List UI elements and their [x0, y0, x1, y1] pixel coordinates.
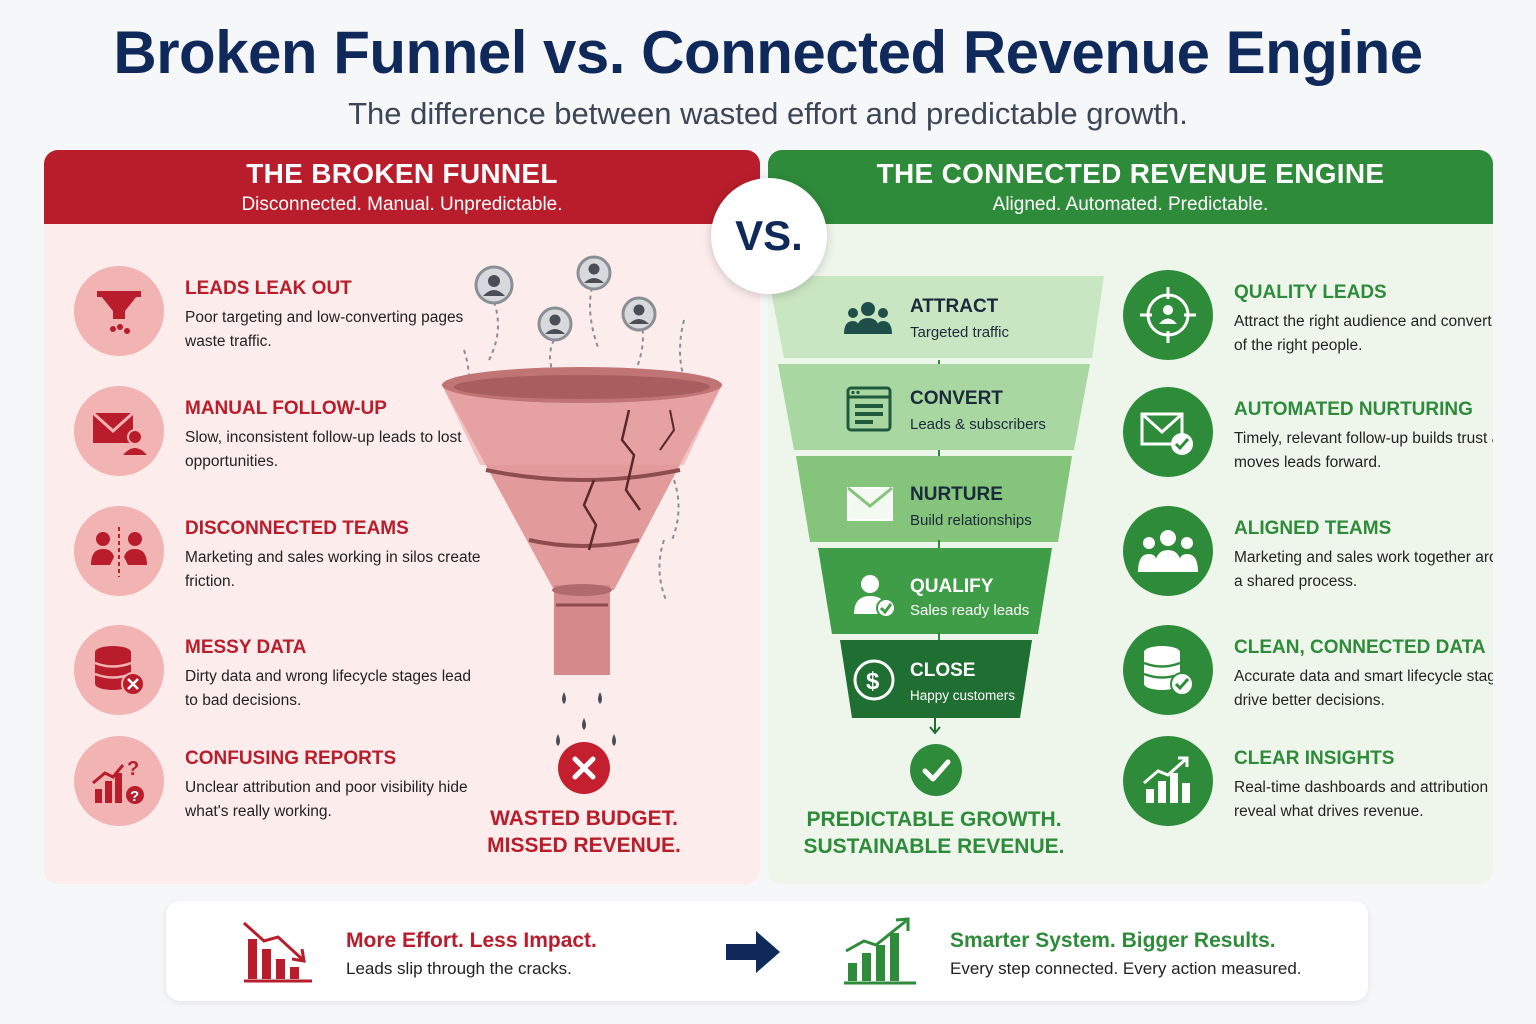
benefit-item-clear-insights: CLEAR INSIGHTS Real-time dashboards and … — [1123, 736, 1488, 826]
stage-desc: Targeted traffic — [910, 324, 1009, 341]
problem-desc: Poor targeting and low-converting pages … — [185, 309, 464, 350]
problem-desc: Dirty data and wrong lifecycle stages le… — [185, 668, 472, 709]
stage-title: ATTRACT — [910, 296, 999, 317]
problem-title: CONFUSING REPORTS — [185, 748, 397, 769]
revenue-engine-result: PREDICTABLE GROWTH. SUSTAINABLE REVENUE. — [774, 806, 1094, 860]
problem-title: LEADS LEAK OUT — [185, 278, 352, 299]
benefit-title: AUTOMATED NURTURING — [1234, 399, 1473, 420]
declining-chart-icon — [242, 921, 312, 983]
benefit-item-quality-leads: QUALITY LEADS Attract the right audience… — [1123, 270, 1493, 360]
broken-funnel-illustration — [442, 255, 722, 746]
broken-funnel-result: WASTED BUDGET. MISSED REVENUE. — [454, 805, 714, 859]
database-check-icon — [1123, 625, 1213, 715]
email-check-icon — [1123, 387, 1213, 477]
benefit-desc: Accurate data and smart lifecycle stages… — [1234, 668, 1493, 709]
stage-desc: Sales ready leads — [910, 602, 1030, 619]
benefit-item-automated-nurturing: AUTOMATED NURTURING Timely, relevant fol… — [1123, 387, 1493, 477]
benefit-title: QUALITY LEADS — [1234, 282, 1387, 303]
database-error-icon — [74, 625, 164, 715]
revenue-engine-title: THE CONNECTED REVENUE ENGINE — [876, 158, 1385, 189]
team-group-icon — [1123, 506, 1213, 596]
summary-right-desc: Every step connected. Every action measu… — [950, 959, 1302, 978]
stage-desc: Leads & subscribers — [910, 416, 1046, 433]
problem-title: DISCONNECTED TEAMS — [185, 518, 409, 539]
stage-desc: Happy customers — [910, 688, 1016, 703]
email-person-icon — [74, 386, 164, 476]
stage-title: CONVERT — [910, 388, 1003, 409]
summary-bar: More Effort. Less Impact. Leads slip thr… — [166, 901, 1368, 1001]
lead-avatar-icon — [474, 265, 514, 305]
person-check-icon — [854, 575, 896, 618]
summary-left-desc: Leads slip through the cracks. — [346, 959, 572, 978]
envelope-icon — [847, 486, 893, 521]
benefit-desc: Marketing and sales work together around… — [1234, 549, 1493, 590]
benefit-title: ALIGNED TEAMS — [1234, 518, 1392, 539]
revenue-engine-banner: THE CONNECTED REVENUE ENGINE Aligned. Au… — [768, 150, 1493, 224]
problem-item-messy-data: MESSY DATA Dirty data and wrong lifecycl… — [74, 625, 494, 715]
summary-right-title: Smarter System. Bigger Results. — [950, 929, 1276, 952]
svg-text:?: ? — [127, 758, 139, 780]
funnel-stage-qualify: QUALIFY Sales ready leads — [818, 548, 1052, 636]
problem-title: MESSY DATA — [185, 637, 307, 658]
target-person-icon — [1123, 270, 1213, 360]
stage-title: CLOSE — [910, 660, 976, 681]
funnel-stage-close: $ CLOSE Happy customers — [840, 640, 1032, 720]
problem-item-confusing-reports: ?? CONFUSING REPORTS Unclear attribution… — [74, 736, 494, 826]
problem-item-manual-follow-up: MANUAL FOLLOW-UP Slow, inconsistent foll… — [74, 386, 494, 476]
benefit-item-clean-data: CLEAN, CONNECTED DATA Accurate data and … — [1123, 625, 1493, 715]
revenue-engine-tagline: Aligned. Automated. Predictable. — [992, 194, 1269, 215]
problem-desc: Marketing and sales working in silos cre… — [185, 549, 481, 590]
web-form-icon — [846, 386, 892, 432]
rising-chart-icon — [844, 917, 916, 985]
arrow-right-icon — [726, 931, 780, 973]
broken-funnel-panel: THE BROKEN FUNNEL Disconnected. Manual. … — [44, 150, 760, 884]
benefit-title: CLEAN, CONNECTED DATA — [1234, 637, 1486, 658]
benefit-desc: Timely, relevant follow-up builds trust … — [1234, 430, 1493, 471]
page-subtitle: The difference between wasted effort and… — [348, 96, 1188, 131]
problem-desc: Unclear attribution and poor visibility … — [185, 779, 468, 820]
chart-question-icon: ?? — [74, 736, 164, 826]
svg-text:$: $ — [866, 668, 880, 695]
funnel-stage-convert: CONVERT Leads & subscribers — [778, 364, 1090, 452]
stage-desc: Build relationships — [910, 512, 1032, 529]
leaking-funnel-icon — [74, 266, 164, 356]
result-line: MISSED REVENUE. — [487, 834, 681, 857]
growth-chart-icon — [1123, 736, 1213, 826]
problem-title: MANUAL FOLLOW-UP — [185, 398, 387, 419]
result-line: WASTED BUDGET. — [490, 807, 678, 830]
funnel-stage-attract: ATTRACT Targeted traffic — [768, 276, 1108, 360]
benefit-title: CLEAR INSIGHTS — [1234, 748, 1395, 769]
benefit-item-aligned-teams: ALIGNED TEAMS Marketing and sales work t… — [1123, 506, 1493, 596]
svg-text:?: ? — [130, 788, 139, 805]
broken-funnel-tagline: Disconnected. Manual. Unpredictable. — [241, 194, 563, 215]
split-team-icon — [74, 506, 164, 596]
result-line: SUSTAINABLE REVENUE. — [803, 835, 1065, 858]
stage-title: NURTURE — [910, 484, 1003, 505]
arrow-down-icon — [928, 716, 942, 741]
summary-left-title: More Effort. Less Impact. — [346, 929, 597, 952]
broken-funnel-title: THE BROKEN FUNNEL — [246, 158, 558, 189]
benefit-desc: Attract the right audience and convert m… — [1234, 313, 1493, 354]
lead-avatar-icon — [537, 306, 573, 342]
page-title: Broken Funnel vs. Connected Revenue Engi… — [113, 19, 1423, 86]
benefit-desc: Real-time dashboards and attribution rev… — [1234, 779, 1489, 820]
people-group-icon — [844, 302, 892, 334]
error-x-icon — [558, 742, 610, 794]
stage-title: QUALIFY — [910, 576, 994, 597]
revenue-engine-panel: THE CONNECTED REVENUE ENGINE Aligned. Au… — [768, 150, 1493, 884]
result-line: PREDICTABLE GROWTH. — [806, 808, 1062, 831]
dollar-coin-icon: $ — [853, 659, 895, 701]
problem-desc: Slow, inconsistent follow-up leads to lo… — [185, 429, 462, 470]
vs-badge: VS. — [711, 178, 827, 294]
problem-item-leads-leak: LEADS LEAK OUT Poor targeting and low-co… — [74, 266, 494, 356]
broken-funnel-banner: THE BROKEN FUNNEL Disconnected. Manual. … — [44, 150, 760, 224]
lead-avatar-icon — [621, 296, 657, 332]
funnel-stage-nurture: NURTURE Build relationships — [796, 456, 1072, 544]
lead-avatar-icon — [576, 255, 612, 291]
problem-item-disconnected-teams: DISCONNECTED TEAMS Marketing and sales w… — [74, 506, 494, 596]
success-check-icon — [910, 744, 962, 796]
